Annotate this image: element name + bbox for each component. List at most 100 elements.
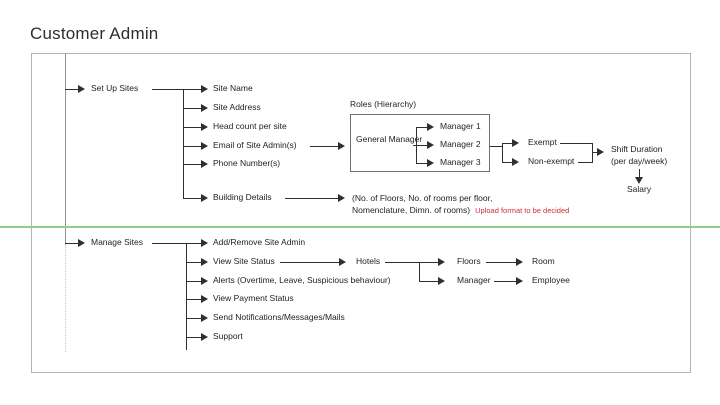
arrow-icon — [512, 158, 519, 166]
arrow-icon — [338, 142, 345, 150]
connector-line — [419, 281, 438, 282]
node-shift-duration: Shift Duration (per day/week) — [611, 143, 667, 167]
arrow-icon — [516, 277, 523, 285]
connector-line — [280, 262, 339, 263]
node-manager-3: Manager 3 — [440, 157, 481, 167]
upload-format-note: Upload format to be decided — [475, 206, 570, 215]
connector-line — [592, 152, 597, 153]
arrow-icon — [201, 258, 208, 266]
connector-line — [65, 89, 78, 90]
roles-hierarchy-box — [350, 114, 490, 172]
item-view-site-status: View Site Status — [213, 256, 275, 266]
item-phone-numbers: Phone Number(s) — [213, 158, 281, 168]
arrow-icon — [201, 277, 208, 285]
roles-heading: Roles (Hierarchy) — [350, 99, 417, 109]
shift-duration-line1: Shift Duration — [611, 144, 663, 154]
arrow-icon — [78, 85, 85, 93]
connector-line — [183, 164, 201, 165]
diagram-frame — [31, 53, 691, 373]
item-support: Support — [213, 331, 243, 341]
building-note-line1: (No. of Floors, No. of rooms per floor, — [352, 193, 493, 203]
connector-line — [65, 243, 78, 244]
page-title: Customer Admin — [30, 24, 159, 43]
node-hotels: Hotels — [356, 256, 381, 266]
arrow-icon — [338, 194, 345, 202]
arrow-icon — [201, 160, 208, 168]
node-general-manager: General Manager — [356, 134, 423, 144]
connector-line — [419, 262, 420, 282]
arrow-icon — [339, 258, 346, 266]
node-salary: Salary — [627, 184, 652, 194]
arrow-icon — [201, 333, 208, 341]
arrow-icon — [201, 314, 208, 322]
arrow-icon — [78, 239, 85, 247]
connector-line — [183, 146, 201, 147]
item-building-details: Building Details — [213, 192, 272, 202]
arrow-icon — [427, 159, 434, 167]
connector-line — [152, 243, 201, 244]
connector-line — [490, 146, 503, 147]
connector-line — [385, 262, 438, 263]
node-room: Room — [532, 256, 555, 266]
connector-line — [310, 146, 338, 147]
connector-line — [186, 337, 201, 338]
item-add-remove-site-admin: Add/Remove Site Admin — [213, 237, 306, 247]
connector-line — [502, 162, 512, 163]
node-employee: Employee — [532, 275, 570, 285]
connector-line — [592, 143, 593, 163]
node-floors: Floors — [457, 256, 481, 266]
arrow-icon — [438, 277, 445, 285]
arrow-icon — [201, 85, 208, 93]
connector-line — [413, 145, 417, 146]
arrow-icon — [597, 148, 604, 156]
arrow-icon — [201, 295, 208, 303]
item-head-count: Head count per site — [213, 121, 287, 131]
node-manager: Manager — [457, 275, 491, 285]
node-exempt: Exempt — [528, 137, 557, 147]
arrow-down-icon — [635, 177, 643, 184]
arrow-icon — [201, 194, 208, 202]
connector-line — [183, 108, 201, 109]
arrow-icon — [201, 239, 208, 247]
item-site-name: Site Name — [213, 83, 253, 93]
connector-line — [186, 262, 201, 263]
connector-line — [183, 198, 201, 199]
connector-line — [186, 299, 201, 300]
connector-line — [183, 89, 184, 199]
arrow-icon — [438, 258, 445, 266]
connector-line — [486, 262, 516, 263]
connector-line — [494, 281, 516, 282]
connector-line — [502, 143, 503, 163]
building-details-note: (No. of Floors, No. of rooms per floor, … — [352, 192, 569, 217]
node-manager-1: Manager 1 — [440, 121, 481, 131]
arrow-icon — [201, 142, 208, 150]
connector-line — [186, 281, 201, 282]
arrow-icon — [201, 123, 208, 131]
building-note-line2: Nomenclature, Dimn. of rooms) — [352, 205, 471, 215]
connector-line — [416, 127, 427, 128]
arrow-icon — [427, 141, 434, 149]
node-manager-2: Manager 2 — [440, 139, 481, 149]
connector-line — [416, 163, 427, 164]
item-view-payment-status: View Payment Status — [213, 293, 294, 303]
item-send-notifications: Send Notifications/Messages/Mails — [213, 312, 345, 322]
item-email-site-admins: Email of Site Admin(s) — [213, 140, 297, 150]
trunk-line — [65, 53, 66, 243]
connector-line — [560, 143, 593, 144]
connector-line — [152, 89, 201, 90]
arrow-icon — [427, 123, 434, 131]
branch-setup-sites-label: Set Up Sites — [91, 83, 139, 94]
connector-line — [416, 145, 427, 146]
connector-line — [186, 318, 201, 319]
connector-line — [186, 243, 187, 350]
item-site-address: Site Address — [213, 102, 261, 112]
trunk-line-dotted — [65, 244, 66, 352]
arrow-icon — [516, 258, 523, 266]
item-alerts: Alerts (Overtime, Leave, Suspicious beha… — [213, 275, 391, 285]
connector-line — [502, 143, 512, 144]
connector-line — [639, 169, 640, 177]
node-non-exempt: Non-exempt — [528, 156, 575, 166]
shift-duration-line2: (per day/week) — [611, 156, 668, 166]
branch-manage-sites-label: Manage Sites — [91, 237, 143, 247]
